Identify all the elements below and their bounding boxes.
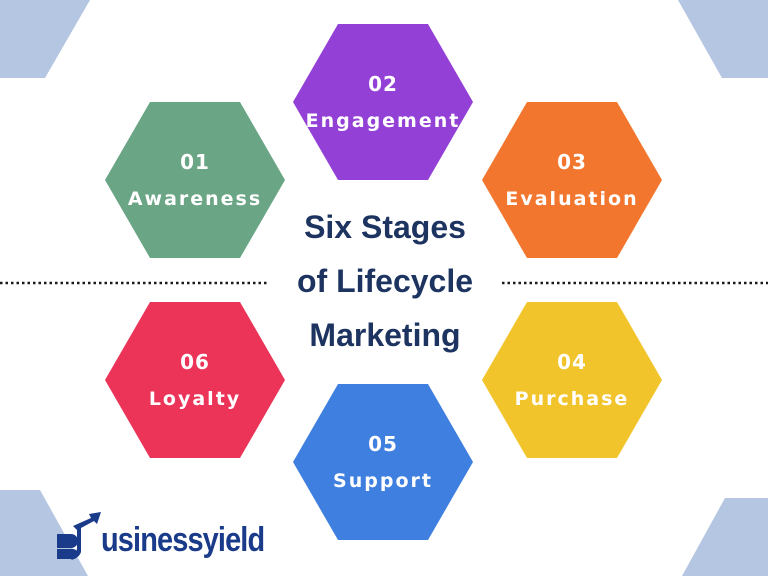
stage-number: 05 [368,432,398,456]
stage-number: 03 [557,150,587,174]
businessyield-logo: usinessyield [55,512,293,560]
title-line: Marketing [309,317,461,353]
title-line: Six Stages [304,209,466,245]
stage-label: Purchase [514,388,630,410]
stage-label: Evaluation [505,188,639,210]
corner-shape-top-left [0,0,90,78]
corner-shape-top-right [678,0,768,78]
stage-label: Support [333,470,433,492]
stage-number: 01 [180,150,210,174]
stage-hexagon-support: 05 Support [293,384,473,540]
stage-hexagon-engagement: 02 Engagement [293,24,473,180]
diagram-title: Six Stages of Lifecycle Marketing [260,200,510,362]
logo-text: usinessyield [101,521,265,559]
stage-number: 04 [557,350,587,374]
stage-label: Engagement [305,110,461,132]
stage-number: 06 [180,350,210,374]
corner-shape-bottom-right [682,498,768,576]
stage-hexagon-loyalty: 06 Loyalty [105,302,285,458]
stage-hexagon-awareness: 01 Awareness [105,102,285,258]
stage-hexagon-evaluation: 03 Evaluation [482,102,662,258]
stage-number: 02 [368,72,398,96]
stage-hexagon-purchase: 04 Purchase [482,302,662,458]
title-line: of Lifecycle [296,263,474,299]
stage-label: Loyalty [148,388,242,410]
logo-b-arrow-icon [57,512,101,560]
stage-label: Awareness [127,188,263,210]
